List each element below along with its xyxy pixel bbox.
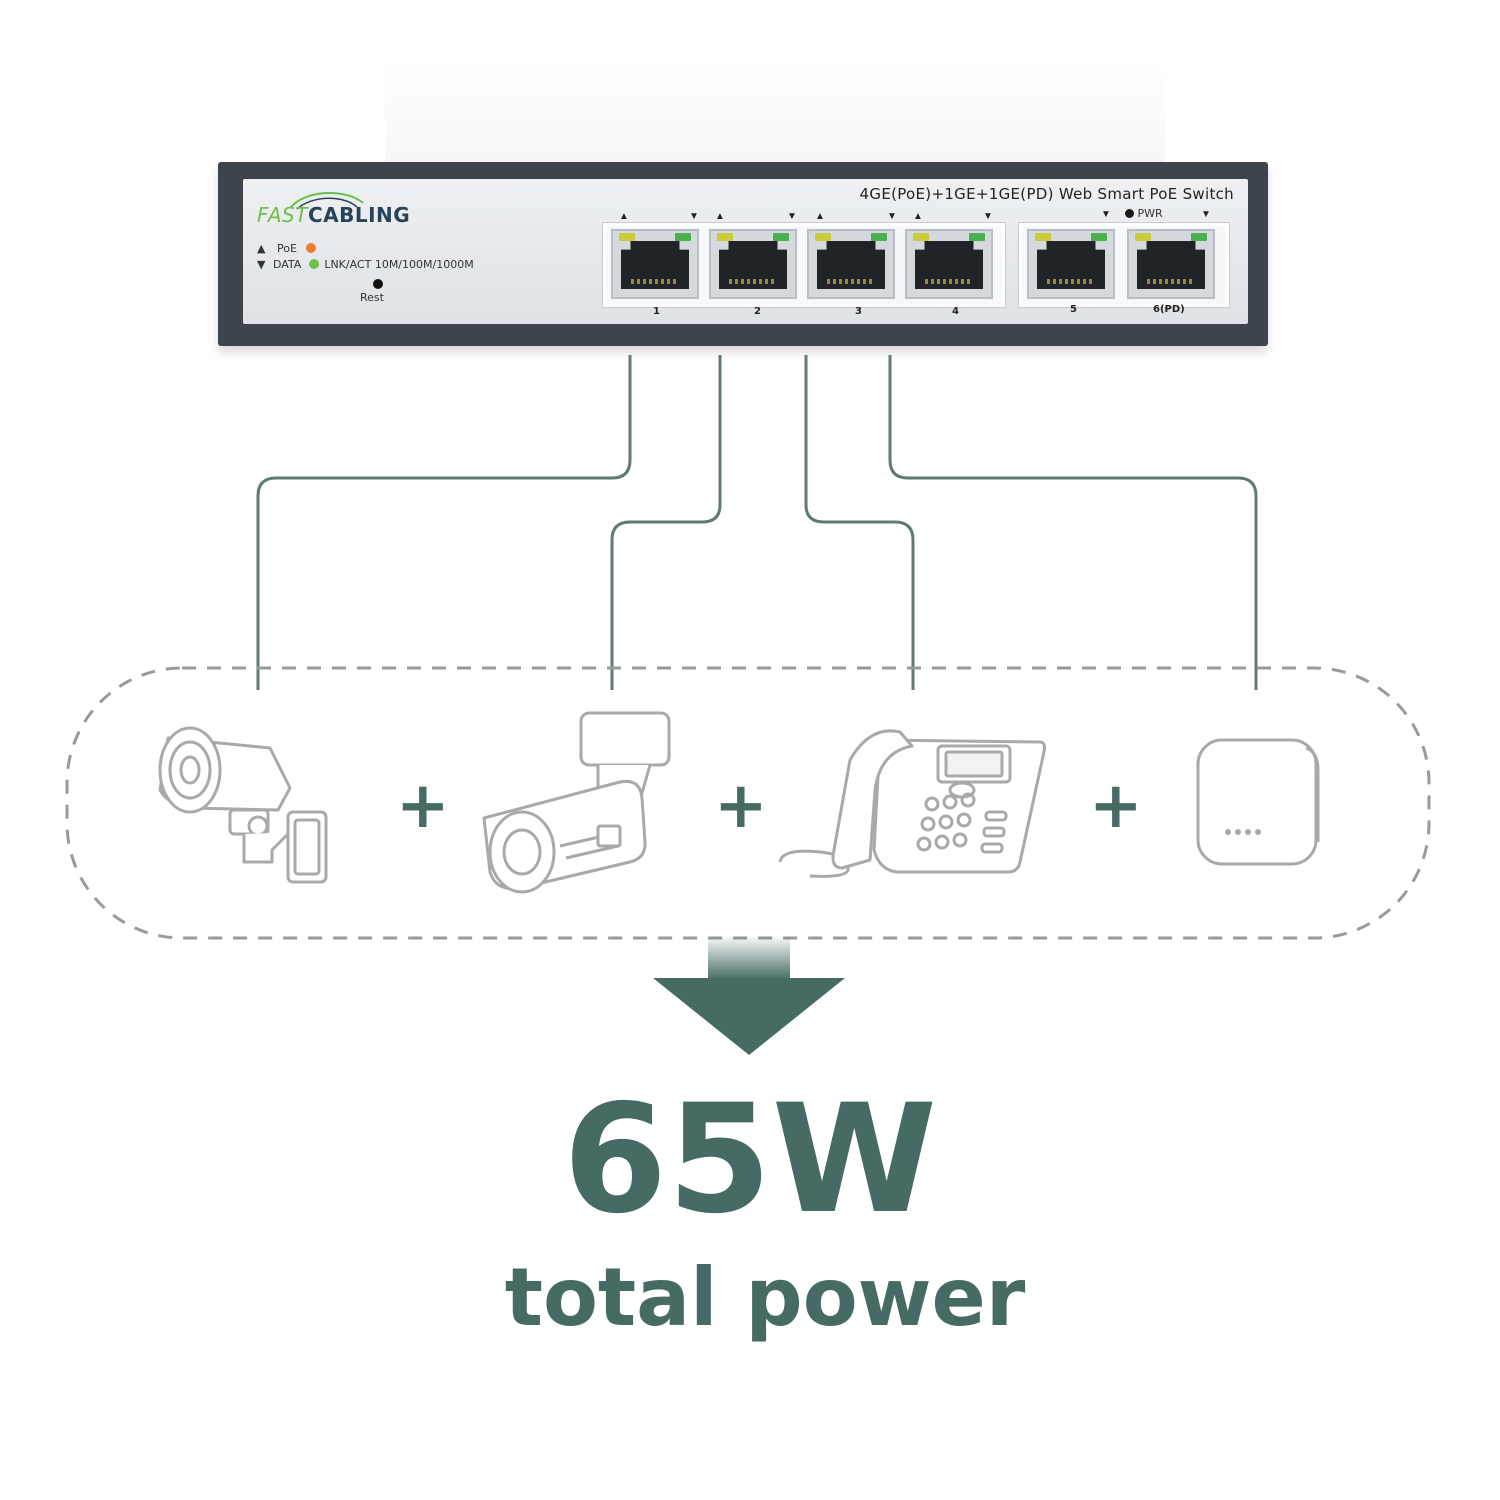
port-led-icon — [773, 233, 789, 241]
port-led-icon — [913, 233, 929, 241]
poe-switch: FASTCABLING ▲ PoE ▼ DATA LNK/ACT 10M/100… — [218, 162, 1268, 346]
up-triangle-icon: ▲ — [815, 211, 825, 222]
pwr-led-icon — [1125, 209, 1134, 218]
legend-speed-label: LNK/ACT 10M/100M/1000M — [324, 258, 474, 271]
connector-line-2 — [610, 355, 722, 690]
ethernet-port-5[interactable] — [1027, 229, 1115, 299]
ip-phone-icon — [778, 729, 1046, 878]
ethernet-port-2[interactable] — [709, 229, 797, 299]
down-triangle-icon: ▼ — [1101, 209, 1111, 220]
rj45-pins-icon — [827, 279, 875, 284]
reset-button[interactable] — [373, 279, 383, 289]
connector-line-4 — [888, 355, 1258, 690]
port-number-1: 1 — [653, 306, 660, 317]
data-led-icon — [308, 259, 319, 269]
device-group-frame — [65, 666, 1431, 940]
ethernet-port-1[interactable] — [611, 229, 699, 299]
poe-led-icon — [306, 243, 317, 253]
down-triangle-icon: ▼ — [1201, 209, 1211, 220]
rj45-pins-icon — [729, 279, 777, 284]
rj45-pins-icon — [1047, 279, 1095, 284]
pwr-label: PWR — [1137, 207, 1163, 220]
up-triangle-icon: ▲ — [715, 211, 725, 222]
connector-line-1 — [256, 355, 632, 690]
reset-label: Rest — [360, 291, 384, 304]
rj45-pins-icon — [631, 279, 679, 284]
port-led-icon — [871, 233, 887, 241]
port-led-icon — [1091, 233, 1107, 241]
port-led-icon — [717, 233, 733, 241]
plus-operator-2: + — [714, 769, 768, 843]
legend-poe-row: ▲ PoE — [257, 242, 317, 255]
legend-data-row: ▼ DATA LNK/ACT 10M/100M/1000M — [257, 258, 474, 271]
port-led-icon — [1191, 233, 1207, 241]
brand-logo-part2: CABLING — [307, 203, 411, 227]
brand-logo: FASTCABLING — [257, 203, 410, 227]
pwr-indicator: PWR — [1125, 207, 1163, 220]
port-number-4: 4 — [952, 306, 959, 317]
port-led-icon — [675, 233, 691, 241]
rj45-pins-icon — [1147, 279, 1195, 284]
down-arrow-icon — [653, 978, 845, 1055]
port-led-icon — [815, 233, 831, 241]
total-power-caption: total power — [504, 1251, 1026, 1344]
rj45-pins-icon — [925, 279, 973, 284]
bullet-camera-icon — [158, 726, 328, 884]
model-label: 4GE(PoE)+1GE+1GE(PD) Web Smart PoE Switc… — [859, 185, 1234, 203]
legend-poe-label: PoE — [276, 242, 297, 255]
down-triangle-icon: ▼ — [257, 258, 266, 271]
connector-line-3 — [804, 355, 915, 690]
total-power-value: 65W — [562, 1073, 938, 1247]
switch-backdrop — [385, 60, 1165, 180]
wireless-access-point-icon — [1196, 738, 1320, 866]
port-led-icon — [1135, 233, 1151, 241]
up-triangle-icon: ▲ — [619, 211, 629, 222]
up-triangle-icon: ▲ — [913, 211, 923, 222]
port-number-2: 2 — [754, 306, 761, 317]
port-led-icon — [619, 233, 635, 241]
port-led-icon — [969, 233, 985, 241]
ethernet-port-3[interactable] — [807, 229, 895, 299]
down-triangle-icon: ▼ — [787, 211, 797, 222]
port-number-5: 5 — [1070, 304, 1077, 315]
logo-swoosh-icon — [290, 192, 364, 210]
port-led-icon — [1035, 233, 1051, 241]
switch-faceplate: FASTCABLING ▲ PoE ▼ DATA LNK/ACT 10M/100… — [243, 179, 1248, 324]
ethernet-port-6[interactable] — [1127, 229, 1215, 299]
ethernet-port-4[interactable] — [905, 229, 993, 299]
plus-operator-1: + — [396, 769, 450, 843]
port-number-6: 6(PD) — [1153, 304, 1185, 315]
down-triangle-icon: ▼ — [887, 211, 897, 222]
brand-logo-part1: FAST — [257, 203, 308, 227]
plus-operator-3: + — [1089, 769, 1143, 843]
ptz-bullet-camera-icon — [482, 711, 671, 894]
down-triangle-icon: ▼ — [689, 211, 699, 222]
down-arrow-stem — [708, 935, 790, 980]
up-triangle-icon: ▲ — [257, 242, 266, 255]
legend-data-label: DATA — [272, 258, 302, 271]
port-number-3: 3 — [855, 306, 862, 317]
down-triangle-icon: ▼ — [983, 211, 993, 222]
